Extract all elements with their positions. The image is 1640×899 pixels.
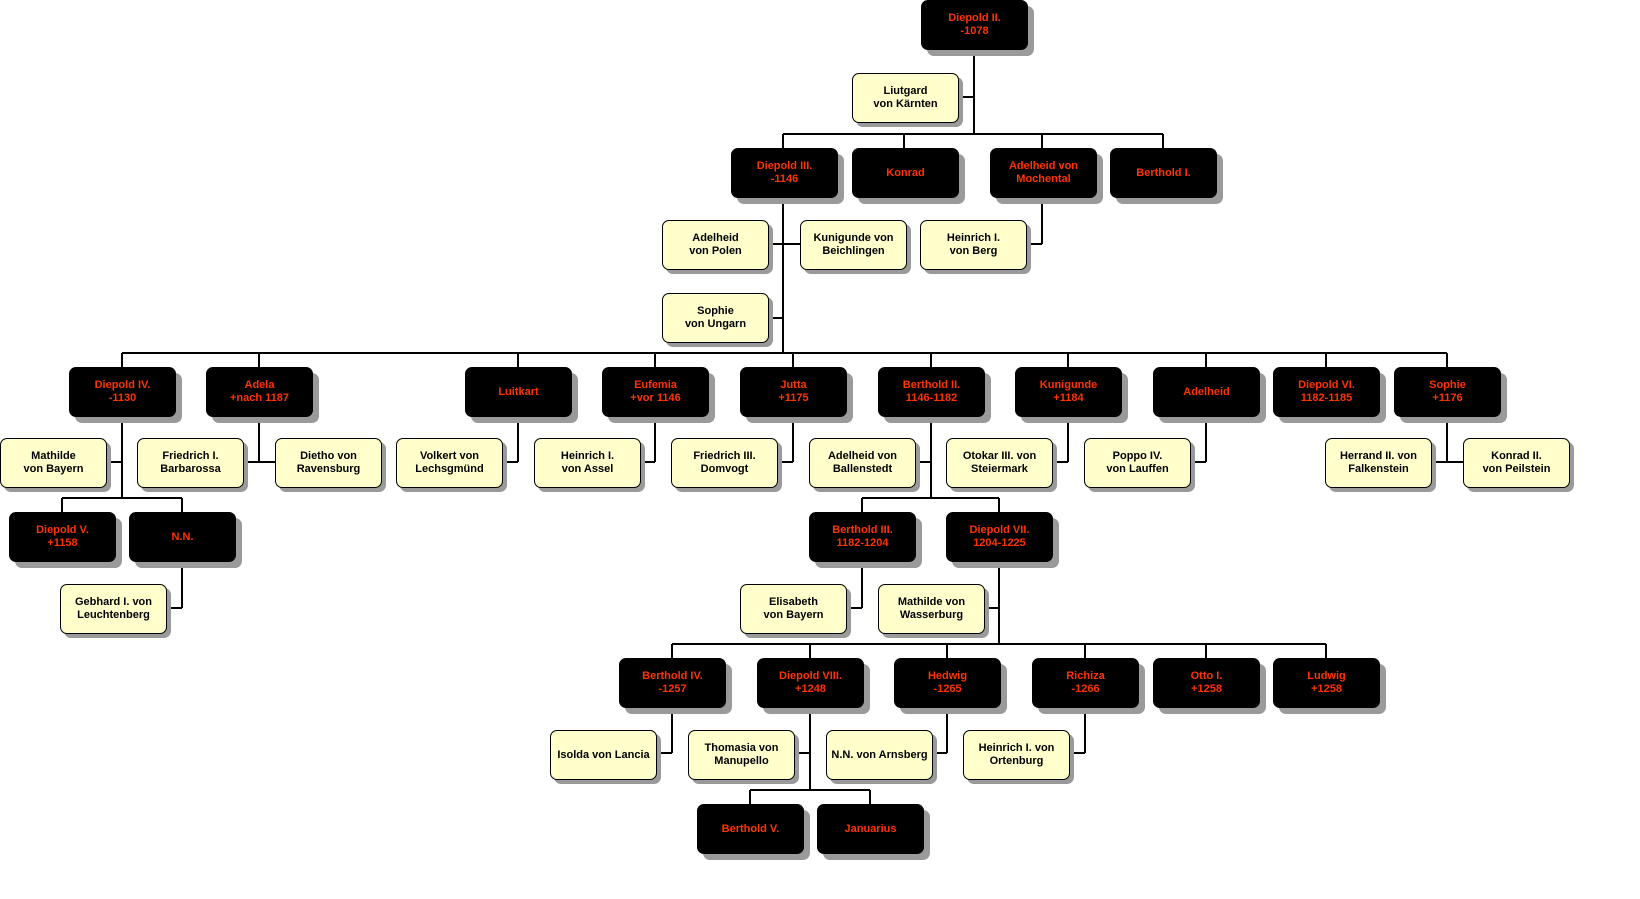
- spouse-poppo-lauffen: Poppo IV. von Lauffen: [1084, 438, 1191, 488]
- person-diepold-v: Diepold V. +1158: [9, 512, 116, 562]
- person-diepold-ii: Diepold II. -1078: [921, 0, 1028, 50]
- spouse-thomasia-manupello: Thomasia von Manupello: [688, 730, 795, 780]
- person-berthold-iv: Berthold IV. -1257: [619, 658, 726, 708]
- spouse-heinrich-ortenburg: Heinrich I. von Ortenburg: [963, 730, 1070, 780]
- person-diepold-vi: Diepold VI. 1182-1185: [1273, 367, 1380, 417]
- spouse-friedrich-domvogt: Friedrich III. Domvogt: [671, 438, 778, 488]
- spouse-kunigunde-beichlingen: Kunigunde von Beichlingen: [800, 220, 907, 270]
- person-berthold-ii: Berthold II. 1146-1182: [878, 367, 985, 417]
- person-diepold-iii: Diepold III. -1146: [731, 148, 838, 198]
- spouse-sophie-ungarn: Sophie von Ungarn: [662, 293, 769, 343]
- person-konrad: Konrad: [852, 148, 959, 198]
- spouse-konrad-peilstein: Konrad II. von Peilstein: [1463, 438, 1570, 488]
- person-diepold-iv: Diepold IV. -1130: [69, 367, 176, 417]
- spouse-liutgard: Liutgard von Kärnten: [852, 73, 959, 123]
- person-nn: N.N.: [129, 512, 236, 562]
- spouse-heinrich-assel: Heinrich I. von Assel: [534, 438, 641, 488]
- person-adelheid: Adelheid: [1153, 367, 1260, 417]
- person-adelheid-mochental: Adelheid von Mochental: [990, 148, 1097, 198]
- spouse-friedrich-barbarossa: Friedrich I. Barbarossa: [137, 438, 244, 488]
- spouse-adelheid-ballenstedt: Adelheid von Ballenstedt: [809, 438, 916, 488]
- person-sophie: Sophie +1176: [1394, 367, 1501, 417]
- person-berthold-iii: Berthold III. 1182-1204: [809, 512, 916, 562]
- person-januarius: Januarius: [817, 804, 924, 854]
- person-adela: Adela +nach 1187: [206, 367, 313, 417]
- spouse-heinrich-berg: Heinrich I. von Berg: [920, 220, 1027, 270]
- person-otto-i: Otto I. +1258: [1153, 658, 1260, 708]
- person-hedwig: Hedwig -1265: [894, 658, 1001, 708]
- person-luitkart: Luitkart: [465, 367, 572, 417]
- spouse-mathilde-bayern: Mathilde von Bayern: [0, 438, 107, 488]
- person-jutta: Jutta +1175: [740, 367, 847, 417]
- person-eufemia: Eufemia +vor 1146: [602, 367, 709, 417]
- spouse-gebhard-leuchtenberg: Gebhard I. von Leuchtenberg: [60, 584, 167, 634]
- person-kunigunde: Kunigunde +1184: [1015, 367, 1122, 417]
- spouse-adelheid-polen: Adelheid von Polen: [662, 220, 769, 270]
- spouse-nn-arnsberg: N.N. von Arnsberg: [826, 730, 933, 780]
- person-diepold-viii: Diepold VIII. +1248: [757, 658, 864, 708]
- spouse-otokar-steiermark: Otokar III. von Steiermark: [946, 438, 1053, 488]
- person-richiza: Richiza -1266: [1032, 658, 1139, 708]
- spouse-isolda-lancia: Isolda von Lancia: [550, 730, 657, 780]
- spouse-dietho-ravensburg: Dietho von Ravensburg: [275, 438, 382, 488]
- person-diepold-vii: Diepold VII. 1204-1225: [946, 512, 1053, 562]
- person-ludwig: Ludwig +1258: [1273, 658, 1380, 708]
- person-berthold-i: Berthold I.: [1110, 148, 1217, 198]
- spouse-mathilde-wasserburg: Mathilde von Wasserburg: [878, 584, 985, 634]
- spouse-elisabeth-bayern: Elisabeth von Bayern: [740, 584, 847, 634]
- spouse-herrand-falkenstein: Herrand II. von Falkenstein: [1325, 438, 1432, 488]
- spouse-volkert-lechsgmuend: Volkert von Lechsgmünd: [396, 438, 503, 488]
- person-berthold-v: Berthold V.: [697, 804, 804, 854]
